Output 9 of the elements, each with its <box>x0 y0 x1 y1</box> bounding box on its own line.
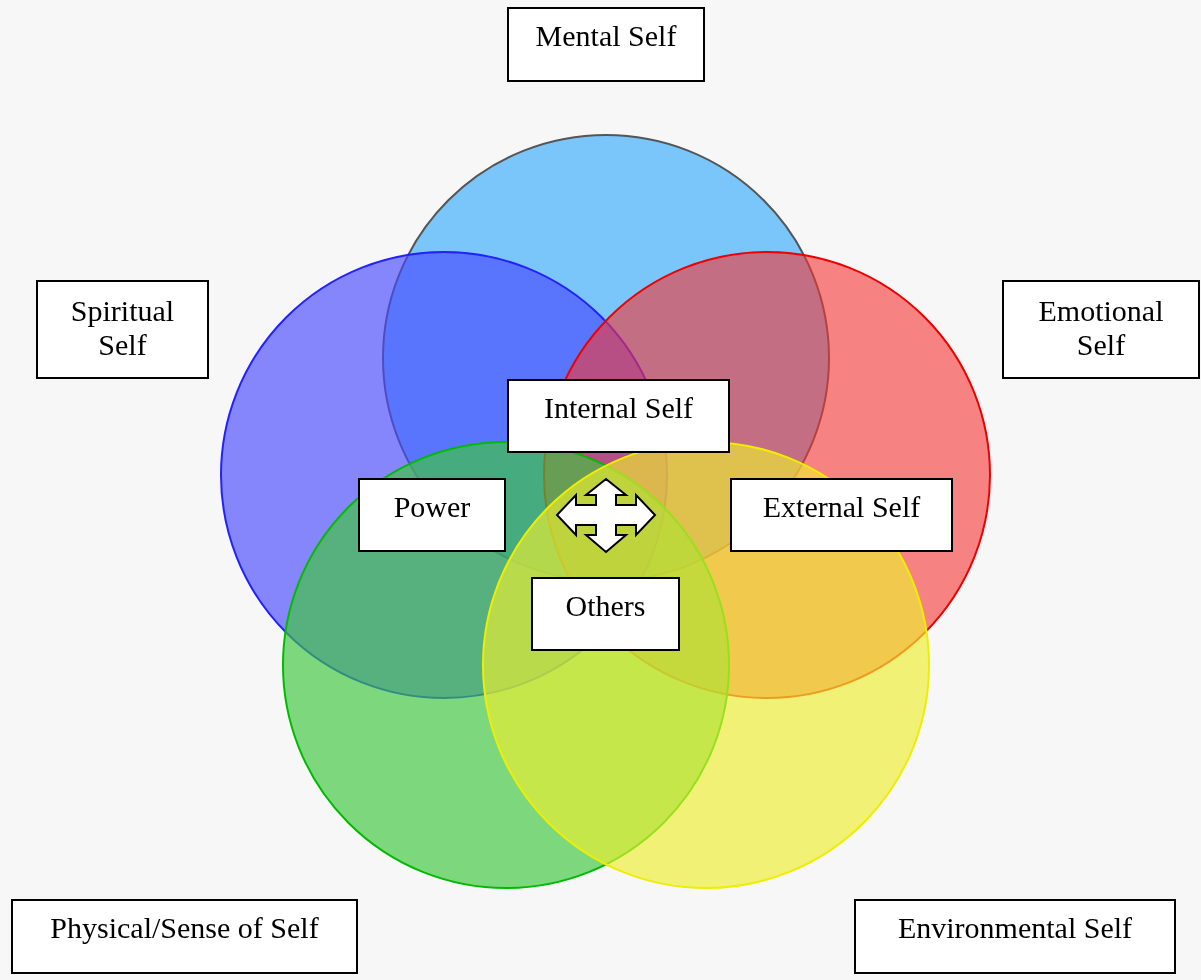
label-box: External Self <box>730 478 953 552</box>
label-box: Environmental Self <box>854 899 1176 974</box>
label-box: Others <box>531 577 680 651</box>
label-box: Mental Self <box>507 7 705 82</box>
label-box: Internal Self <box>507 379 730 453</box>
label-box: Power <box>358 478 506 552</box>
label-box: Emotional Self <box>1002 280 1200 379</box>
label-box: Spiritual Self <box>36 280 209 379</box>
label-box: Physical/Sense of Self <box>11 899 358 974</box>
